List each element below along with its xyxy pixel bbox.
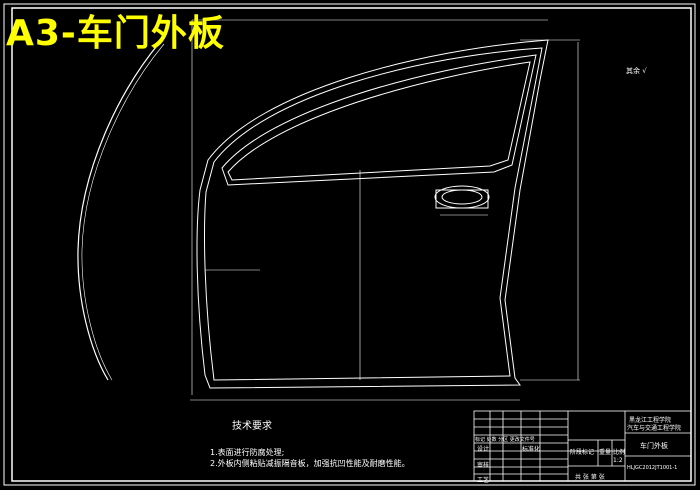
section-profile-inner (81, 43, 165, 381)
stage-mark-label: 阶段标记 (570, 449, 595, 456)
title-block (473, 410, 692, 482)
requirement-item: 1.表面进行防腐处理; (210, 448, 285, 457)
drawing-number: HLJGC2012JT1001-1 (627, 465, 678, 471)
sheet-count: 共 张 第 张 (575, 474, 605, 481)
review-label: 审核 (477, 462, 490, 469)
scale-label: 比例 (613, 449, 626, 456)
process-label: 工艺 (477, 477, 490, 484)
dimension-lines (190, 19, 580, 401)
school-name: 黑龙江工程学院 (629, 417, 672, 424)
revision-label: 标记 处数 分区 更改文件号 (475, 437, 535, 443)
requirement-item: 2.外板内侧粘贴减振隔音板，加强抗凹性能及耐磨性能。 (210, 459, 410, 468)
section-profile (77, 41, 161, 381)
design-label: 设计 (477, 446, 490, 453)
roughness-note: 其余 √ (626, 67, 647, 75)
outer-border (3, 3, 696, 486)
drawing-title: A3-车门外板 (6, 13, 225, 54)
scale-value: 1:2 (613, 457, 623, 464)
part-name: 车门外板 (640, 442, 668, 450)
department-name: 汽车与交通工程学院 (627, 425, 682, 432)
weight-label: 重量 (599, 449, 612, 456)
standard-label: 标准化 (522, 446, 541, 453)
requirements-heading: 技术要求 (232, 421, 272, 432)
inner-border (11, 7, 692, 482)
door-outer-panel (196, 39, 549, 389)
